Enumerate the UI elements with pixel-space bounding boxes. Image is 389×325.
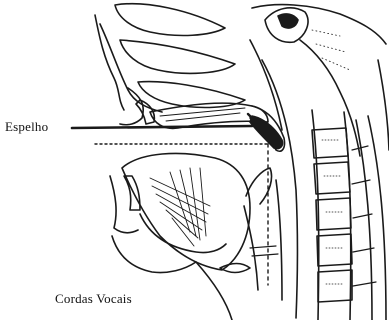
sphenoid-sinus-dark <box>278 14 298 28</box>
vertebra-4 <box>317 234 352 266</box>
vertebra-1 <box>312 128 348 158</box>
mirror-label: Espelho <box>5 119 48 135</box>
vocal-cords-label: Cordas Vocais <box>55 291 132 307</box>
tongue <box>122 153 250 270</box>
lower-teeth <box>124 176 140 210</box>
clivus <box>300 40 360 156</box>
upper-lip <box>120 88 143 125</box>
skull-texture <box>312 30 350 70</box>
nasal-turbinate-middle <box>120 40 235 73</box>
vertebra-5 <box>318 270 352 302</box>
vertebra-2 <box>314 162 350 194</box>
mirror-pointer-line <box>72 126 252 128</box>
nose-outline <box>95 15 124 110</box>
nasal-turbinate-upper <box>115 4 225 36</box>
vertebra-3 <box>316 198 351 230</box>
jaw-outline <box>140 214 226 253</box>
posterior-neck-outline <box>378 60 389 150</box>
spinal-cord-back <box>368 116 386 320</box>
vertebra-texture <box>322 140 344 284</box>
palate-texture <box>160 108 245 121</box>
lower-lip <box>110 176 138 233</box>
skull-base-outline <box>252 5 386 44</box>
